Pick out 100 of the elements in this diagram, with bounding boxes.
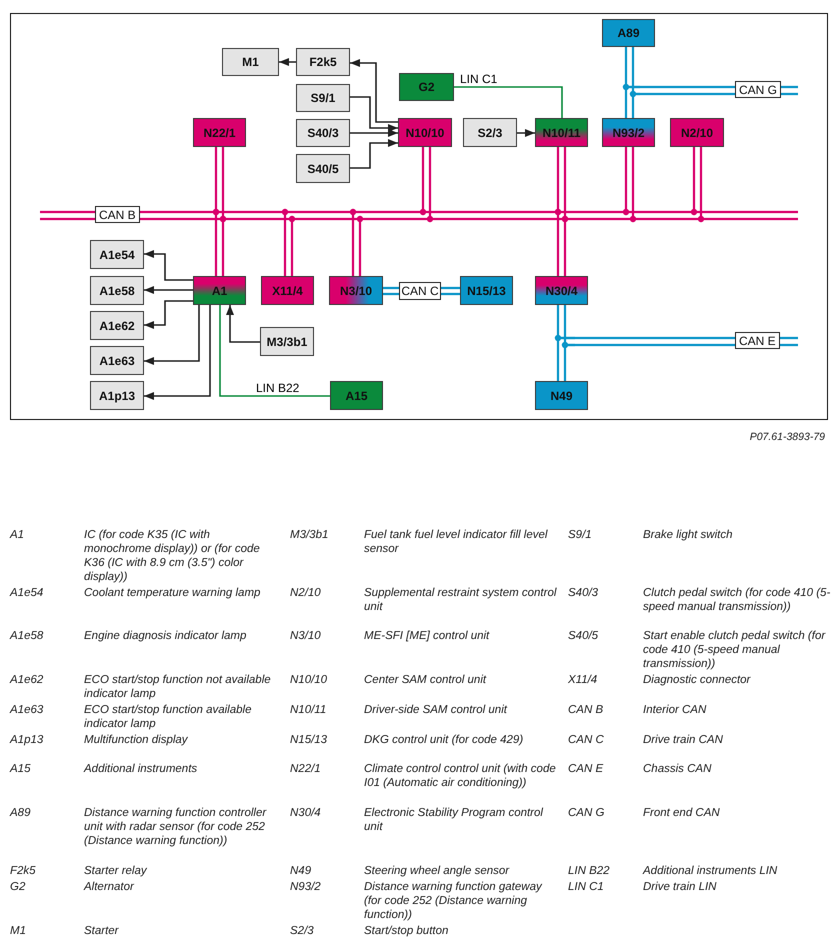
key-code: CAN G <box>568 806 606 820</box>
component-box: N30/4 <box>535 276 588 305</box>
component-box: A1e63 <box>90 346 144 375</box>
key-code: N2/10 <box>290 586 322 600</box>
component-box: N49 <box>535 381 588 410</box>
key-description: Drive train CAN <box>643 733 724 747</box>
key-description: IC (for code K35 (IC with monochrome display)) or (for code K36 (IC with 8.9 cm (3.5") color display)) <box>84 528 261 584</box>
bus-label: CAN C <box>399 282 441 300</box>
key-description: Interior CAN <box>643 703 708 717</box>
key-code: S2/3 <box>290 924 315 938</box>
key-description: Start enable clutch pedal switch (for code 410 (5-speed manual transmission)) <box>643 629 826 671</box>
arrow <box>350 59 398 123</box>
key-description: Clutch pedal switch (for code 410 (5-speed manual transmission)) <box>643 586 832 614</box>
connector-line <box>454 86 563 118</box>
key-code: LIN B22 <box>568 864 611 878</box>
key-description: Multifunction display <box>84 733 189 747</box>
key-description: Fuel tank fuel level indicator fill level sensor <box>364 528 549 556</box>
key-description: Starter <box>84 924 120 938</box>
key-description: Engine diagnosis indicator lamp <box>84 629 248 643</box>
arrow <box>279 58 296 66</box>
key-description: Distance warning function gateway (for code 252 (Distance warning function)) <box>364 880 544 922</box>
key-description: Diagnostic connector <box>643 673 752 687</box>
key-code: A1e58 <box>10 629 44 643</box>
component-box: M1 <box>222 48 279 76</box>
key-code: S40/5 <box>568 629 600 643</box>
figure-code: P07.61-3893-79 <box>750 430 825 444</box>
component-box: A1 <box>193 276 246 305</box>
component-box: S40/5 <box>296 154 350 183</box>
edge-label: LIN C1 <box>458 72 500 86</box>
key-description: Driver-side SAM control unit <box>364 703 508 717</box>
key-code: N10/10 <box>290 673 328 687</box>
key-description: Coolant temperature warning lamp <box>84 586 262 600</box>
key-description: Additional instruments <box>84 762 198 776</box>
arrow <box>144 300 193 329</box>
key-code: S40/3 <box>568 586 600 600</box>
arrow <box>144 305 211 400</box>
bus-line <box>575 331 798 350</box>
connector-line <box>219 305 330 397</box>
arrow <box>350 129 398 137</box>
key-description: ECO start/stop function not available indicator lamp <box>84 673 272 701</box>
arrow <box>350 139 398 169</box>
component-box: N93/2 <box>602 118 655 147</box>
bus-label: CAN E <box>735 332 780 349</box>
component-box: N22/1 <box>193 118 246 147</box>
component-box: G2 <box>399 73 454 101</box>
key-code: A1 <box>10 528 26 542</box>
key-description: Supplemental restraint system control unit <box>364 586 558 614</box>
key-description: Electronic Stability Program control unit <box>364 806 544 834</box>
key-description: Center SAM control unit <box>364 673 488 687</box>
key-description: Chassis CAN <box>643 762 712 776</box>
key-description: Starter relay <box>84 864 148 878</box>
component-box: A1e54 <box>90 240 144 269</box>
component-box: A89 <box>602 19 655 47</box>
arrow <box>144 305 200 365</box>
key-description: Climate control control unit (with code I01 (Automatic air conditioning)) <box>364 762 557 790</box>
arrow <box>350 96 398 132</box>
bus-label: CAN G <box>735 81 782 98</box>
edge-label: LIN B22 <box>254 381 302 395</box>
component-box: N10/10 <box>398 118 452 147</box>
key-description: ECO start/stop function available indicator lamp <box>84 703 252 731</box>
key-description: Alternator <box>84 880 136 894</box>
bus-connector <box>440 286 462 296</box>
component-box: X11/4 <box>261 276 314 305</box>
key-code: N93/2 <box>290 880 322 894</box>
bus-line <box>640 80 798 99</box>
bus-label: CAN B <box>95 206 140 223</box>
key-description: Drive train LIN <box>643 880 718 894</box>
key-code: N49 <box>290 864 312 878</box>
component-box: N15/13 <box>460 276 513 305</box>
component-box: M3/3b1 <box>260 327 314 356</box>
key-description: Steering wheel angle sensor <box>364 864 510 878</box>
key-code: F2k5 <box>10 864 37 878</box>
key-description: Brake light switch <box>643 528 734 542</box>
key-code: N3/10 <box>290 629 322 643</box>
key-code: CAN C <box>568 733 605 747</box>
key-description: Front end CAN <box>643 806 721 820</box>
component-box: N2/10 <box>670 118 724 147</box>
key-code: M1 <box>10 924 27 938</box>
arrow <box>144 286 193 294</box>
key-description: DKG control unit (for code 429) <box>364 733 524 747</box>
key-code: A1e54 <box>10 586 44 600</box>
key-code: M3/3b1 <box>290 528 330 542</box>
component-box: S40/3 <box>296 119 350 147</box>
key-code: A1e62 <box>10 673 44 687</box>
key-code: N30/4 <box>290 806 322 820</box>
key-code: S9/1 <box>568 528 593 542</box>
bus-connector <box>556 336 576 382</box>
key-code: A89 <box>10 806 32 820</box>
bus-connector <box>624 86 642 120</box>
component-box: S9/1 <box>296 84 350 112</box>
key-code: A15 <box>10 762 32 776</box>
key-code: CAN B <box>568 703 604 717</box>
key-code: N22/1 <box>290 762 322 776</box>
component-box: A1p13 <box>90 381 144 410</box>
key-description: Additional instruments LIN <box>643 864 778 878</box>
component-box: A15 <box>330 381 383 410</box>
key-code: A1p13 <box>10 733 44 747</box>
arrow <box>226 305 260 343</box>
component-box: S2/3 <box>463 118 517 147</box>
key-code: N15/13 <box>290 733 328 747</box>
